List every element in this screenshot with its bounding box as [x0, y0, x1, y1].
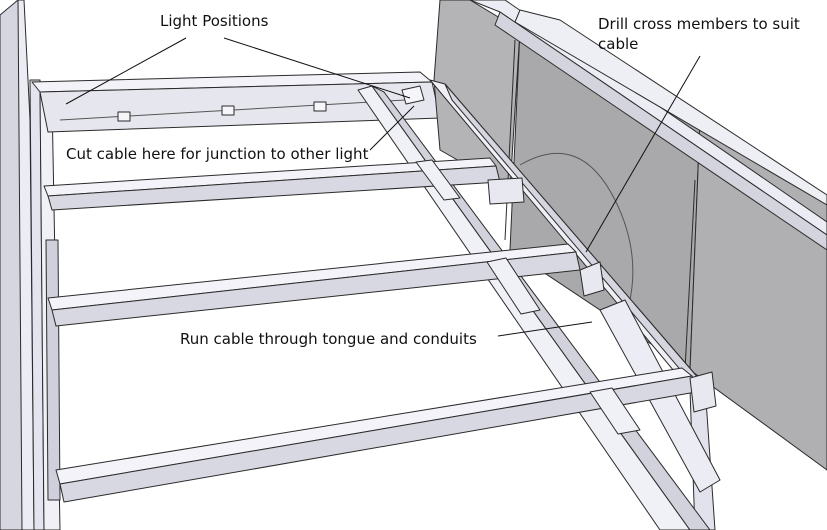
label-cut-cable: Cut cable here for junction to other lig…	[66, 145, 369, 163]
front-rail	[31, 71, 441, 133]
label-drill-line2: cable	[598, 35, 639, 53]
label-light-positions: Light Positions	[160, 12, 269, 30]
cross-member-3	[55, 367, 717, 503]
leader-lines	[65, 37, 701, 337]
leader-run-cable	[497, 321, 593, 337]
leader-light-left	[65, 37, 187, 105]
leader-drill	[585, 55, 701, 253]
label-run-cable: Run cable through tongue and conduits	[180, 330, 477, 348]
label-drill-cross-members: Drill cross members to suit cable	[598, 14, 800, 54]
right-side-wall	[433, 0, 827, 471]
cross-member-2	[47, 243, 605, 327]
label-drill-line1: Drill cross members to suit	[598, 15, 800, 33]
tongue-overlaps	[415, 159, 641, 435]
leader-light-right	[223, 37, 411, 99]
cross-member-1	[43, 157, 525, 211]
leader-cut-cable	[369, 105, 415, 151]
